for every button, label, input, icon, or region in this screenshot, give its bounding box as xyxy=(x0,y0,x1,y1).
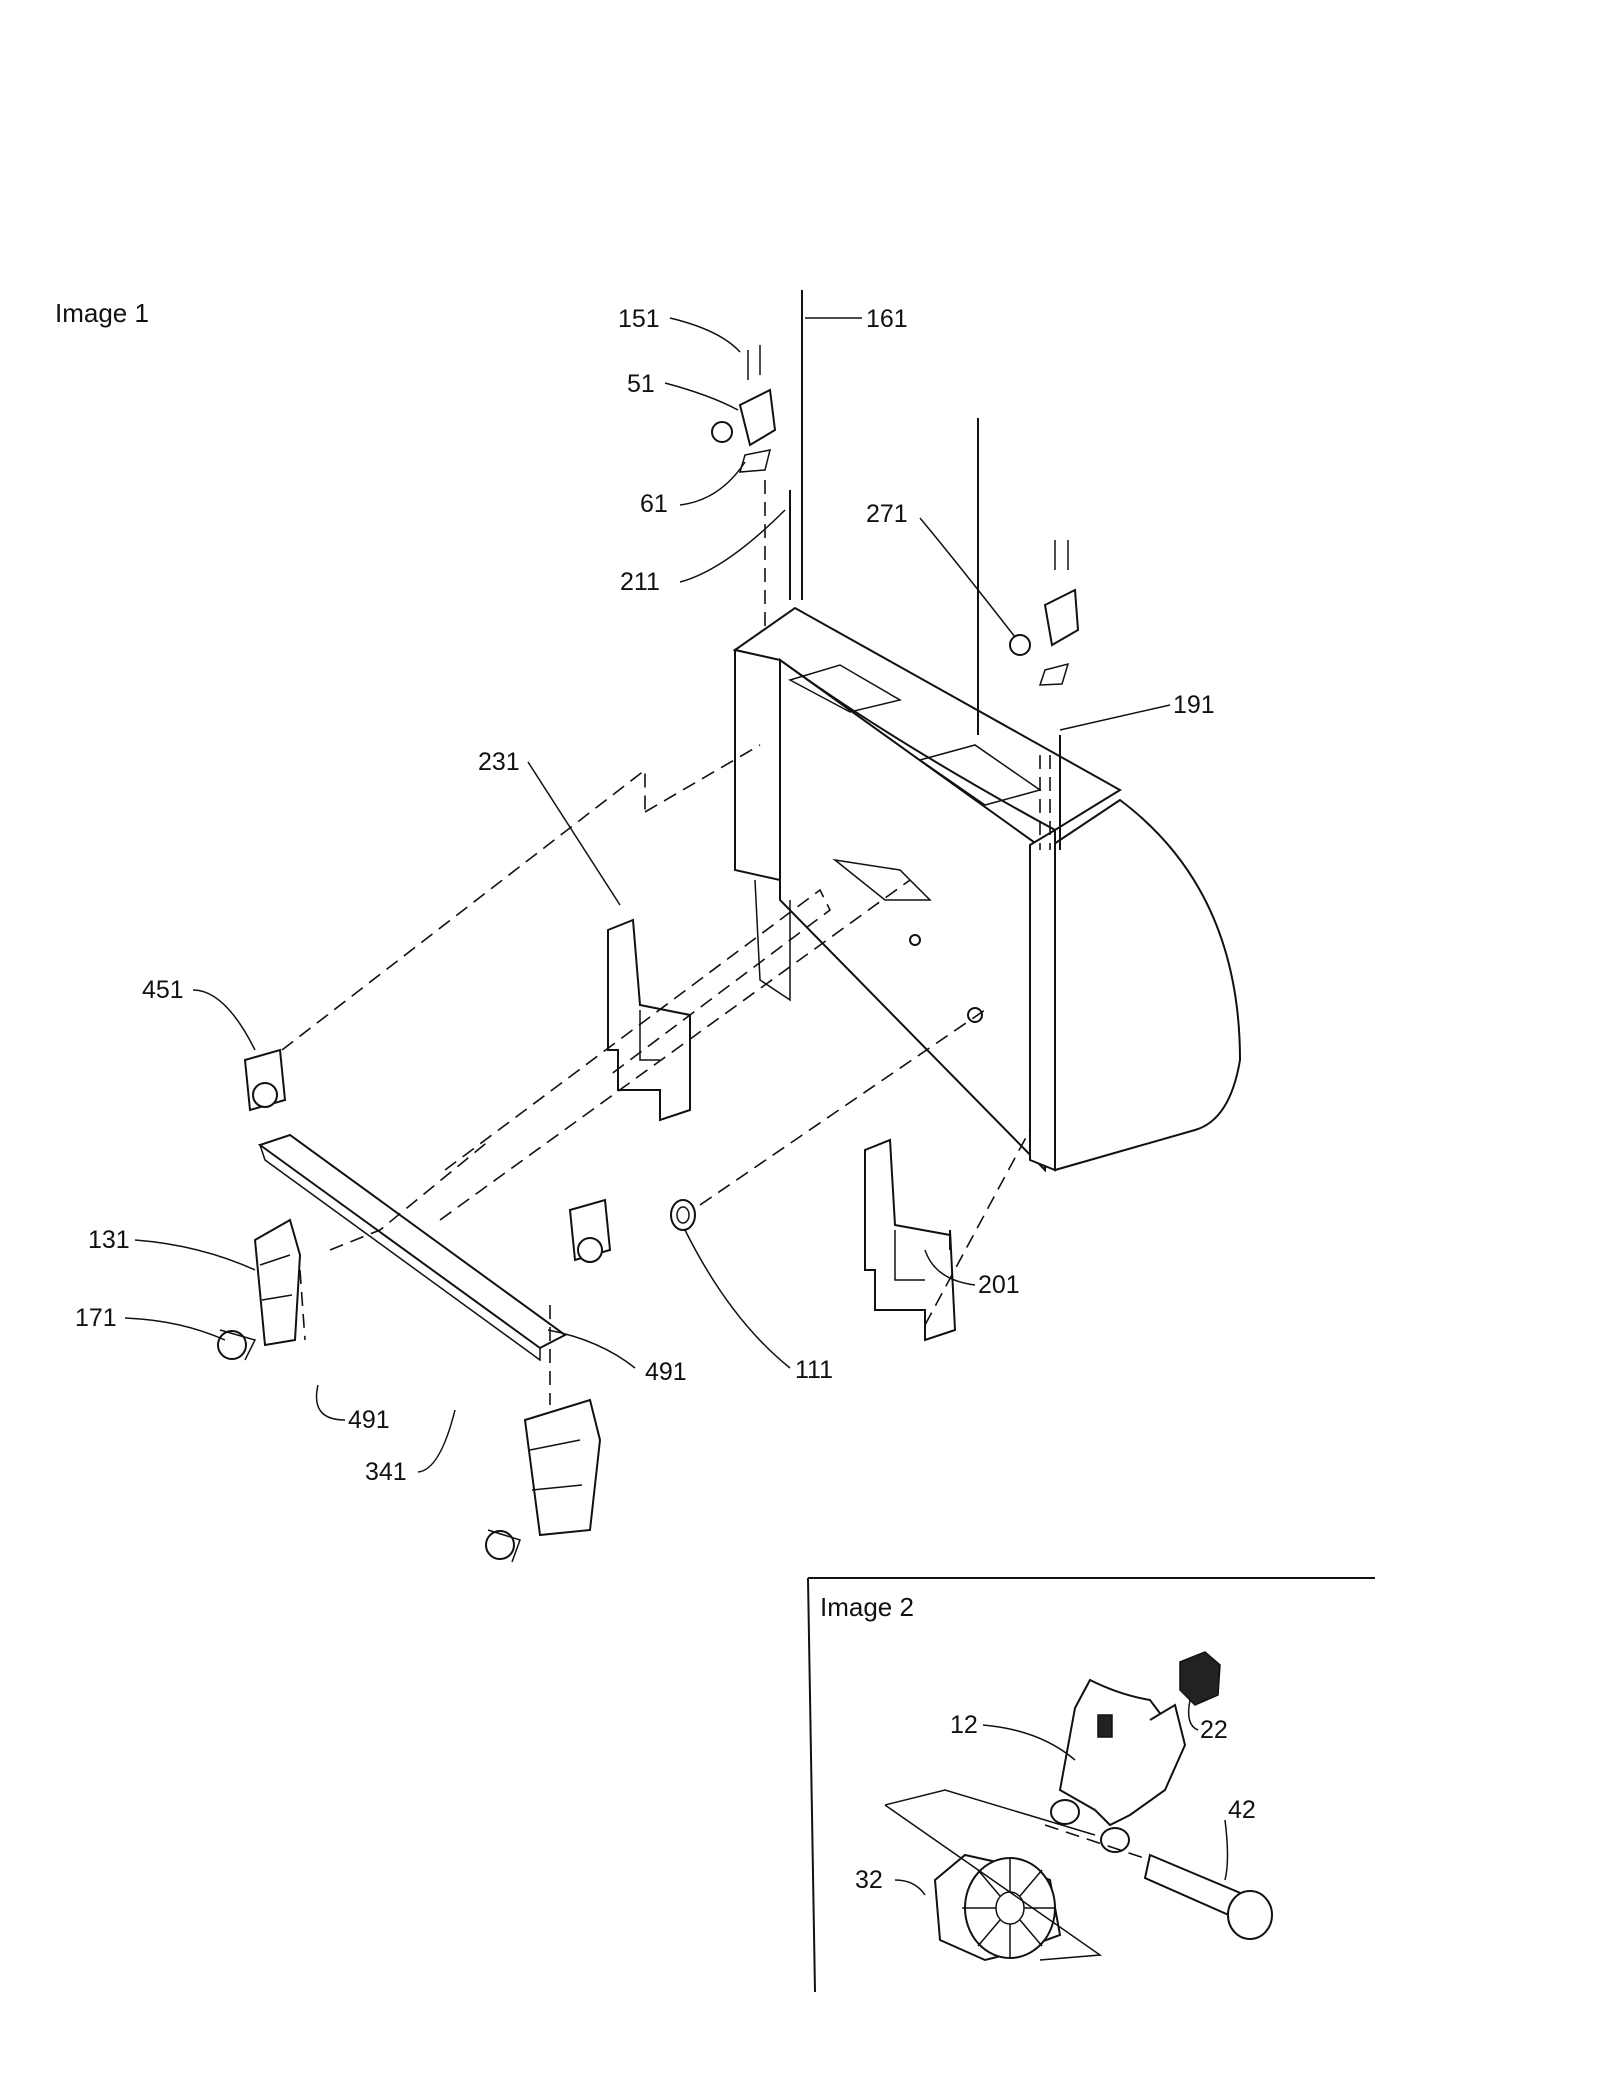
image-2-guides xyxy=(884,1789,1151,1961)
wheel-171 xyxy=(217,1329,257,1361)
caster-bracket-12 xyxy=(1050,1678,1187,1853)
side-panel-201 xyxy=(864,1138,957,1342)
cabinet-frame xyxy=(732,606,1242,1173)
image-1-title: Image 1 xyxy=(55,298,149,328)
callout-211: 211 xyxy=(620,568,660,596)
callout-labels-image-2: 12 22 42 32 xyxy=(855,1711,1256,1894)
image-2-frame xyxy=(807,1577,1375,1993)
callout-22: 22 xyxy=(1200,1716,1228,1744)
callout-12: 12 xyxy=(950,1711,978,1739)
assembly-guides xyxy=(281,744,1031,1405)
top-hinge-bracket-51 xyxy=(711,388,777,473)
callout-491-right: 491 xyxy=(645,1358,687,1386)
callout-451: 451 xyxy=(142,976,184,1004)
callout-231: 231 xyxy=(478,748,520,776)
callout-131: 131 xyxy=(88,1226,130,1254)
callout-51: 51 xyxy=(627,370,655,398)
caster-middle xyxy=(568,1198,612,1263)
image-2-title: Image 2 xyxy=(820,1592,914,1622)
callout-341: 341 xyxy=(365,1458,407,1486)
axle-pin-42 xyxy=(1143,1853,1273,1940)
screws xyxy=(747,345,1069,850)
callout-111: 111 xyxy=(795,1356,833,1384)
wheel-32 xyxy=(933,1853,1062,1962)
image-2-leaders xyxy=(894,1699,1229,1896)
callout-61: 61 xyxy=(640,490,668,518)
caster-451 xyxy=(243,1048,287,1112)
front-bar-341 xyxy=(257,1133,567,1362)
callout-491-left: 491 xyxy=(348,1406,390,1434)
callout-271: 271 xyxy=(866,500,908,528)
callout-42: 42 xyxy=(1228,1796,1256,1824)
callout-191: 191 xyxy=(1173,691,1215,719)
washer-111 xyxy=(670,1199,696,1231)
callout-201: 201 xyxy=(978,1271,1020,1299)
side-panel-231 xyxy=(607,918,691,1122)
top-hinge-bracket-271 xyxy=(1009,588,1080,686)
callout-151: 151 xyxy=(618,305,660,333)
callout-171: 171 xyxy=(75,1304,117,1332)
callout-161: 161 xyxy=(866,305,908,333)
callout-leaders xyxy=(124,317,1171,1473)
clip-22 xyxy=(1179,1651,1221,1706)
bracket-lower xyxy=(523,1398,602,1537)
bracket-131 xyxy=(253,1218,302,1347)
wheel-lower xyxy=(485,1529,521,1563)
callout-32: 32 xyxy=(855,1866,883,1894)
callout-labels-image-1: 151 161 51 61 271 211 191 231 451 131 17… xyxy=(75,305,1215,1486)
